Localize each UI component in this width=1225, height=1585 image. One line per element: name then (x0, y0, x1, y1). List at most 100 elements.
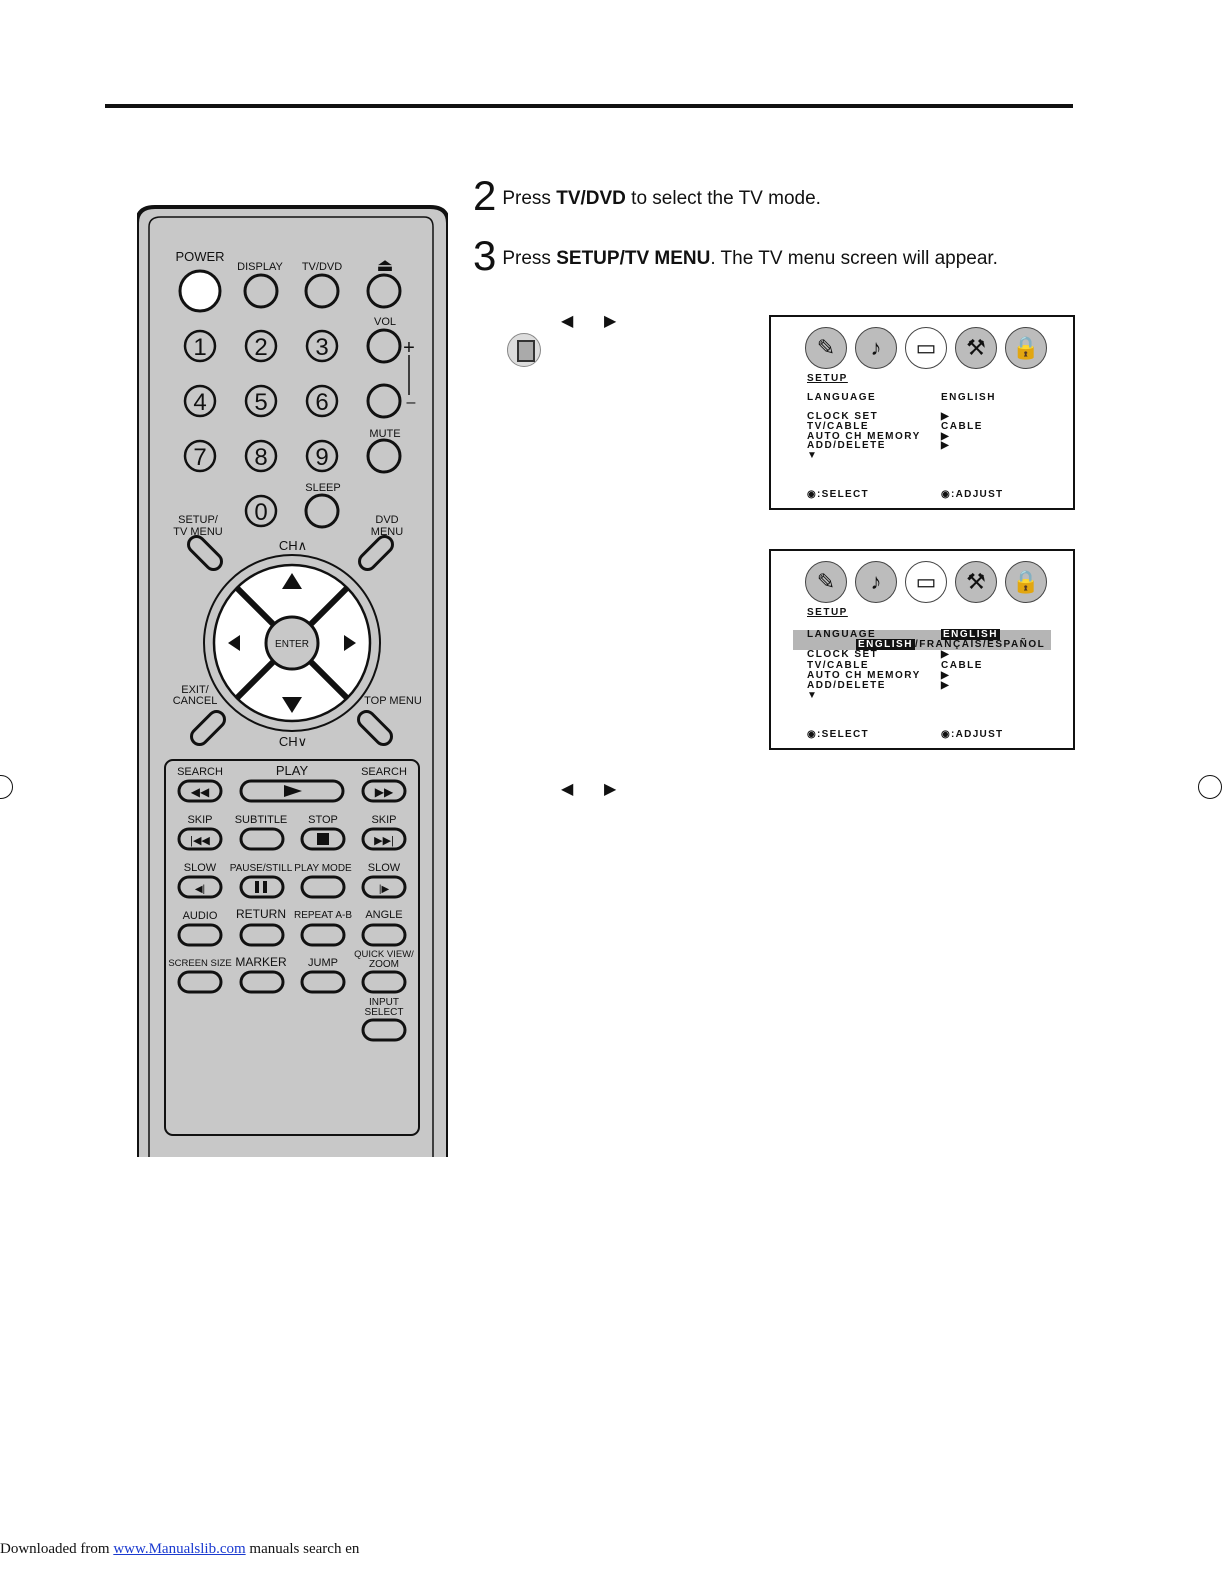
digit-2-button[interactable] (244, 329, 278, 363)
menu-value-clock-set: ▶ (941, 411, 951, 422)
menu-value-tv-cable: CABLE (941, 660, 983, 671)
tvdvd-button[interactable] (304, 273, 340, 309)
menu-item-clock-set: CLOCK SET (807, 649, 879, 660)
select-hint: ◉:SELECT (807, 489, 869, 500)
vol-label: VOL (374, 316, 396, 328)
setup-tab-icon (507, 333, 541, 367)
registration-mark (0, 775, 13, 799)
rewind-icon: ◀◀ (191, 785, 210, 799)
skip-back-label: SKIP (187, 814, 212, 826)
menu-title: SETUP (807, 607, 848, 618)
marker-button[interactable] (239, 970, 285, 994)
subtitle-button[interactable] (239, 827, 285, 851)
digit-label: 4 (193, 389, 206, 416)
setup-menu-label: SETUP/ (178, 514, 219, 526)
digit-6-button[interactable] (305, 384, 339, 418)
sleep-button[interactable] (304, 493, 340, 529)
display-button[interactable] (243, 273, 279, 309)
tools-tab-icon: ⚒ (955, 561, 997, 603)
menu-item-language: LANGUAGE (807, 392, 877, 403)
skip-forward-label: SKIP (371, 814, 396, 826)
skip-forward-button[interactable] (361, 827, 407, 851)
right-arrow-button[interactable] (344, 635, 356, 651)
angle-button[interactable] (361, 923, 407, 947)
volume-down-button[interactable] (366, 383, 402, 419)
slow-back-button[interactable] (177, 875, 223, 899)
adjust-hint: ◉:ADJUST (941, 729, 1004, 740)
volume-up-button[interactable] (366, 328, 402, 364)
exit-cancel-button[interactable] (188, 708, 228, 748)
slow-forward-label: SLOW (368, 862, 401, 874)
return-button[interactable] (239, 923, 285, 947)
jump-label: JUMP (308, 957, 338, 969)
enter-label: ENTER (275, 639, 309, 650)
menu-value-auto-ch-memory: ▶ (941, 670, 951, 681)
sound-tab-icon: ♪ (855, 327, 897, 369)
manualslib-link[interactable]: www.Manualslib.com (113, 1541, 246, 1557)
more-down-icon: ▼ (807, 690, 819, 701)
slow-forward-button[interactable] (361, 875, 407, 899)
digit-0-button[interactable] (244, 494, 278, 528)
slow-back-icon: ◀| (195, 884, 205, 895)
dvd-menu-label: DVD (375, 514, 398, 526)
input-select-button[interactable] (361, 1018, 407, 1042)
left-arrow-icon: ◀ (561, 313, 574, 330)
setup-tab-icon: ▭ (905, 561, 947, 603)
search-forward-button[interactable] (361, 779, 407, 803)
quick-view-zoom-label: QUICK VIEW/ (354, 949, 414, 960)
play-mode-label: PLAY MODE (294, 863, 352, 874)
audio-button[interactable] (177, 923, 223, 947)
setup-tv-menu-button[interactable] (185, 533, 225, 573)
pause-still-button[interactable] (239, 875, 285, 899)
digit-label: 8 (254, 444, 267, 471)
slow-forward-icon: |▶ (379, 884, 390, 895)
digit-label: 0 (254, 499, 267, 526)
dvd-menu-button[interactable] (356, 533, 396, 573)
digit-4-button[interactable] (183, 384, 217, 418)
screen-size-button[interactable] (177, 970, 223, 994)
tv-menu-screen-2: ✎ ♪ ▭ ⚒ 🔒 SETUP LANGUAGE ENGLISH ENGLISH… (769, 549, 1075, 750)
digit-9-button[interactable] (305, 439, 339, 473)
down-arrow-button[interactable] (282, 697, 302, 713)
power-button[interactable] (178, 269, 222, 313)
fast-forward-icon: ▶▶ (375, 785, 394, 799)
digit-5-button[interactable] (244, 384, 278, 418)
mute-label: MUTE (369, 428, 400, 440)
eject-button[interactable] (366, 273, 402, 309)
input-select-label: INPUT (369, 997, 399, 1008)
download-footer: Downloaded from www.Manualslib.com manua… (0, 1541, 360, 1557)
menu-value-language: ENGLISH (941, 629, 1000, 640)
skip-back-button[interactable] (177, 827, 223, 851)
menu-value-add-delete: ▶ (941, 680, 951, 691)
menu-item-language: LANGUAGE (807, 629, 877, 640)
lock-tab-icon: 🔒 (1005, 561, 1047, 603)
display-label: DISPLAY (237, 261, 283, 273)
minus-label: – (407, 394, 416, 411)
menu-item-clock-set: CLOCK SET (807, 411, 879, 422)
up-arrow-button[interactable] (282, 573, 302, 589)
digit-8-button[interactable] (244, 439, 278, 473)
menu-item-add-delete: ADD/DELETE (807, 680, 886, 691)
jump-button[interactable] (300, 970, 346, 994)
dvd-menu-label: MENU (371, 526, 403, 538)
power-label: POWER (175, 249, 224, 264)
repeat-ab-label: REPEAT A-B (294, 910, 352, 921)
language-options: ENGLISH/FRANÇAIS/ESPAÑOL (856, 639, 1046, 650)
ch-up-label: CH∧ (279, 538, 307, 553)
digit-3-button[interactable] (305, 329, 339, 363)
mute-button[interactable] (366, 438, 402, 474)
right-arrow-icon: ▶ (604, 781, 617, 798)
top-menu-button[interactable] (355, 708, 395, 748)
quick-view-zoom-button[interactable] (361, 970, 407, 994)
digit-1-button[interactable] (183, 329, 217, 363)
repeat-ab-button[interactable] (300, 923, 346, 947)
return-label: RETURN (236, 907, 286, 921)
search-back-button[interactable] (177, 779, 223, 803)
play-mode-button[interactable] (300, 875, 346, 899)
enter-button[interactable] (264, 615, 320, 671)
digit-7-button[interactable] (183, 439, 217, 473)
left-arrow-icon: ◀ (561, 781, 574, 798)
left-arrow-button[interactable] (228, 635, 240, 651)
sound-tab-icon: ♪ (855, 561, 897, 603)
